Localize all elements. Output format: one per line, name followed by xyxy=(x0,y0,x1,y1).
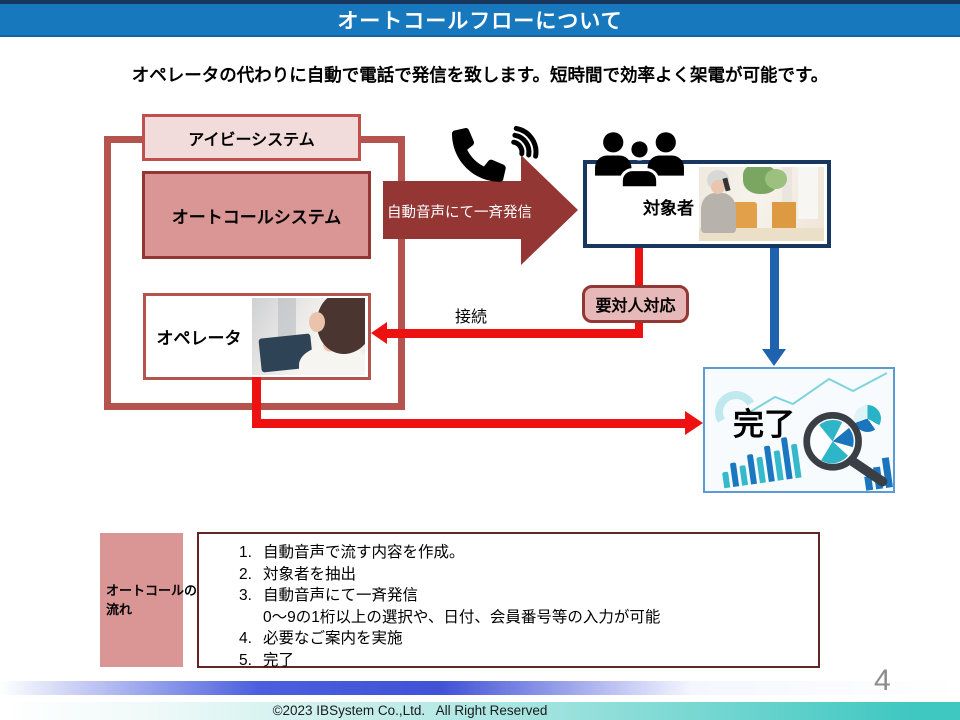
human-response-label: 要対人対応 xyxy=(595,298,676,315)
magnifier-icon xyxy=(803,412,888,487)
flow-step-text: 完了 xyxy=(263,651,295,669)
connect-arrowhead xyxy=(371,322,387,344)
bar xyxy=(746,453,757,485)
flow-step-number: 4. xyxy=(239,630,252,647)
photo-shape xyxy=(782,167,792,213)
flow-step-text: 自動音声で流す内容を作成。 xyxy=(263,544,465,561)
flow-step: 1. 自動音声で流す内容を作成。 xyxy=(239,542,818,564)
flow-step: 2. 対象者を抽出 xyxy=(239,564,818,586)
bar xyxy=(722,471,731,489)
title-banner: オートコールフローについて xyxy=(0,0,960,37)
photo-shape xyxy=(309,312,325,332)
target-box: 対象者 xyxy=(583,160,831,248)
photo-shape xyxy=(798,167,818,219)
flow-label-line1: オートコールの xyxy=(106,583,198,598)
footer-gradient-bar xyxy=(0,681,960,695)
broadcast-arrow-label: 自動音声にて一斉発信 xyxy=(387,205,532,221)
photo-shape xyxy=(765,169,787,189)
flow-step-text: 対象者を抽出 xyxy=(263,565,357,583)
flow-step-text: 必要なご案内を実施 xyxy=(263,630,403,647)
operator-to-complete-line-horizontal xyxy=(252,419,688,428)
photo-shape xyxy=(701,193,736,233)
flow-step-number: 1. xyxy=(239,544,252,561)
photo-shape xyxy=(317,298,365,354)
flow-step: 5. 完了 xyxy=(239,650,818,672)
footer-teal-bar xyxy=(0,702,960,720)
slide-subtitle: オペレータの代わりに自動で電話で発信を致します。短時間で効率よく架電が可能です。 xyxy=(131,65,829,85)
flow-list-box: 1. 自動音声で流す内容を作成。 2. 対象者を抽出 3. 自動音声にて一斉発信… xyxy=(197,532,820,669)
bar xyxy=(729,462,740,487)
photo-shape xyxy=(711,180,725,194)
flow-step: 4. 必要なご案内を実施 xyxy=(239,628,818,650)
connect-label: 接続 xyxy=(455,309,488,326)
target-photo xyxy=(699,167,824,241)
autocall-system-label: オートコールシステム xyxy=(171,207,342,227)
ivy-system-label: アイビーシステム xyxy=(188,131,315,149)
bar xyxy=(739,465,749,486)
flow-step: 3. 自動音声にて一斉発信 xyxy=(239,585,818,607)
complete-box: 完了 xyxy=(703,367,895,493)
page-number: 4 xyxy=(874,664,891,697)
photo-shape xyxy=(278,298,296,340)
pie-chart-decoration xyxy=(854,405,881,432)
line-target-to-response xyxy=(635,246,643,288)
target-to-complete-arrowhead xyxy=(762,349,786,366)
autocall-system-box: オートコールシステム xyxy=(142,171,371,259)
phone-with-sound-waves-icon xyxy=(452,125,539,182)
human-response-box: 要対人対応 xyxy=(582,285,689,323)
flow-step-number: 3. xyxy=(239,587,252,604)
flow-step-text: 自動音声にて一斉発信 xyxy=(263,587,419,604)
flow-step-note: 0〜9の1桁以上の選択や、日付、会員番号等の入力が可能 xyxy=(263,608,661,626)
photo-shape xyxy=(733,202,757,232)
flow-step-number: 2. xyxy=(239,565,252,583)
trend-line-decoration xyxy=(744,372,888,416)
bar xyxy=(756,456,766,484)
flow-label-line2: 流れ xyxy=(106,602,133,617)
bar xyxy=(773,450,784,481)
page-title: オートコールフローについて xyxy=(337,9,623,33)
operator-to-complete-arrowhead xyxy=(685,411,703,435)
target-to-complete-arrow-shaft xyxy=(770,248,779,350)
broadcast-arrow xyxy=(383,155,578,265)
ivy-system-box: アイビーシステム xyxy=(142,114,361,161)
operator-box: オペレータ xyxy=(143,293,371,380)
complete-label: 完了 xyxy=(733,407,795,442)
target-label: 対象者 xyxy=(643,199,694,218)
connect-arrow-shaft xyxy=(385,329,643,338)
operator-label: オペレータ xyxy=(156,329,242,348)
copyright-text: ©2023 IBSystem Co.,Ltd. All Right Reserv… xyxy=(272,703,548,718)
flow-step-number: 5. xyxy=(239,651,252,669)
people-group-icon xyxy=(595,132,684,188)
operator-photo xyxy=(252,298,365,375)
photo-shape xyxy=(772,202,796,232)
operator-to-complete-line-vertical xyxy=(252,377,261,424)
flow-label-box: オートコールの 流れ xyxy=(100,533,198,667)
